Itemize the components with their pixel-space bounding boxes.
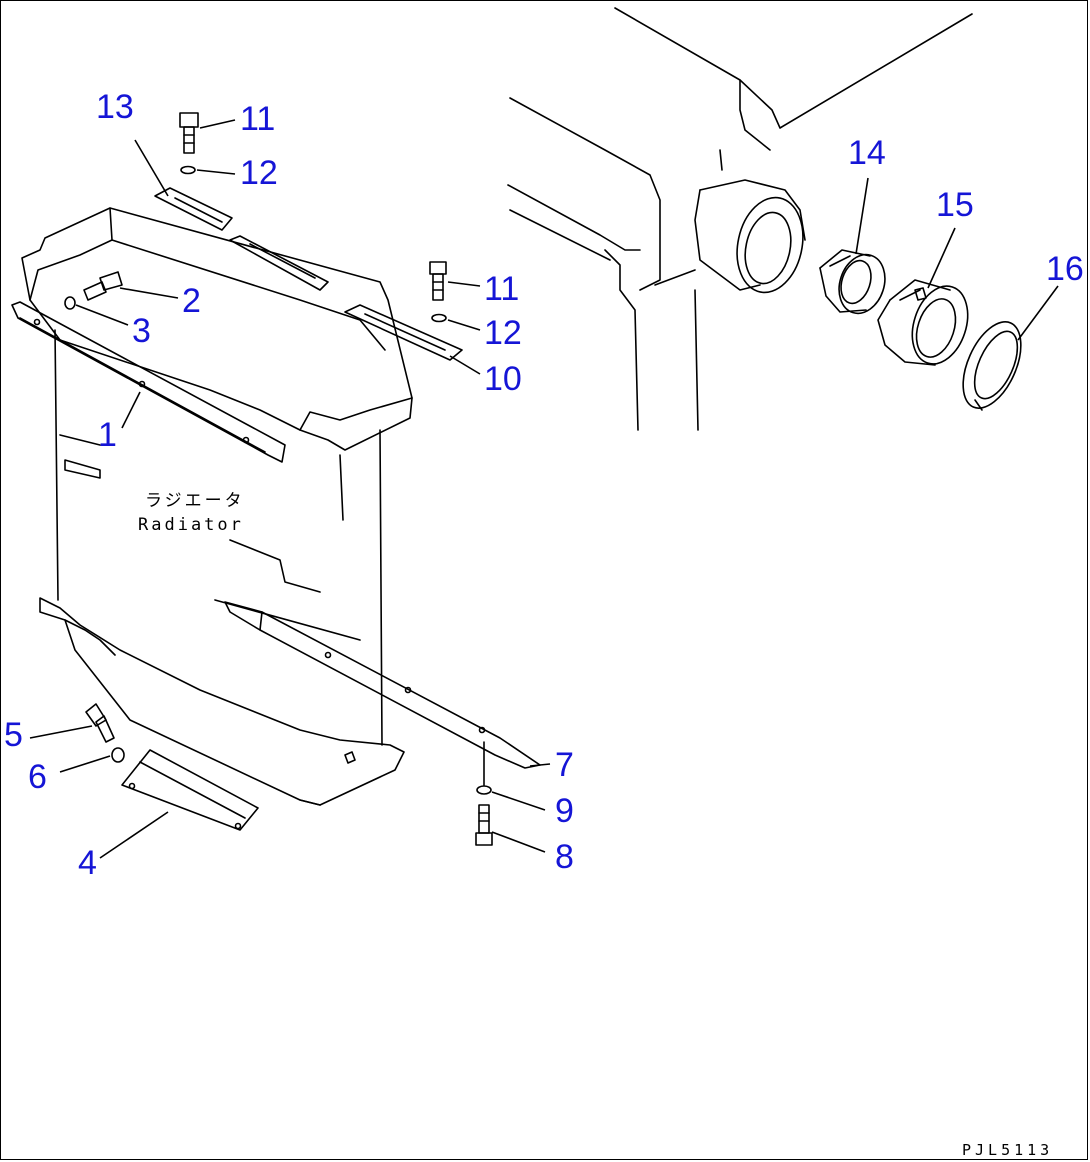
callout-14: 14 [848,134,886,172]
callout-13: 13 [96,88,134,126]
radiator-body [21,207,413,806]
callout-12-right: 12 [484,314,522,352]
callout-2: 2 [182,282,201,320]
washer-12-top [180,165,196,175]
washer-6 [111,747,125,763]
washer-9 [476,785,492,795]
component-label-jp: ラジエータ [145,491,245,511]
bolt-5 [85,703,115,743]
plate-4 [121,749,259,831]
callout-16: 16 [1046,250,1084,288]
callout-3: 3 [132,312,151,350]
bracket-7 [224,601,541,769]
callout-11-top: 11 [240,100,275,138]
bolt-11-top [179,112,199,154]
upper-tank-housing [507,7,973,431]
washer-12-right [431,313,447,323]
leader-lines [29,119,1059,859]
plate-top-middle [229,235,329,291]
plate-10 [344,304,463,361]
callout-12-top: 12 [240,154,278,192]
callout-5: 5 [4,716,23,754]
component-label-en: Radiator [138,515,244,535]
callout-7: 7 [555,746,574,784]
callout-15: 15 [936,186,974,224]
callout-4: 4 [78,844,97,882]
callout-1: 1 [98,416,117,454]
callout-numbers: 13 11 12 2 3 11 12 10 1 7 9 8 5 6 4 14 1… [4,88,1084,882]
callout-10: 10 [484,360,522,398]
bracket-1 [11,301,286,463]
hose-14 [819,249,886,315]
bolt-8 [475,804,493,846]
washer-3 [64,296,76,310]
callout-8: 8 [555,838,574,876]
callout-6: 6 [28,758,47,796]
callout-11-right: 11 [484,270,519,308]
bolt-2 [83,271,123,301]
drawing-code: PJL5113 [962,1141,1053,1159]
callout-9: 9 [555,792,574,830]
clamp-15 [877,279,969,366]
ring-16 [962,321,1022,411]
bolt-11-right [429,261,447,301]
